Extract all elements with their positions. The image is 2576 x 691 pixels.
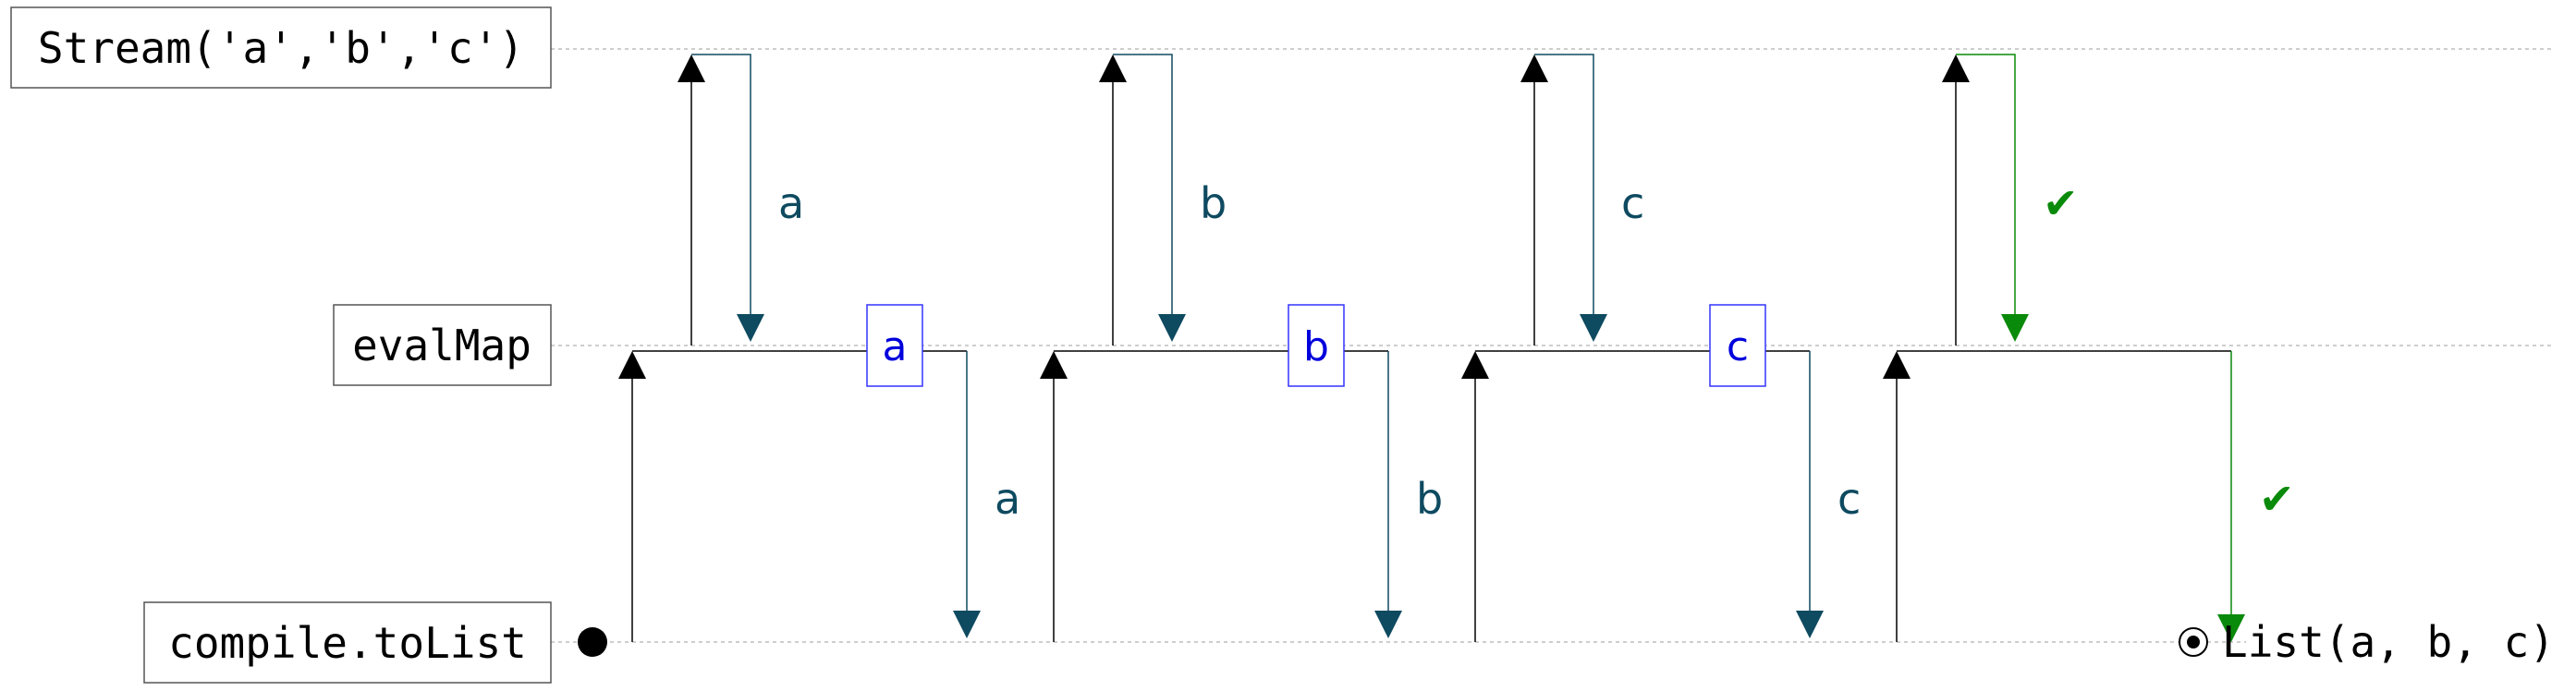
emit-line-3	[1534, 54, 1594, 314]
eval-label-1: a	[883, 323, 908, 370]
result-label: List(a, b, c)	[2222, 617, 2555, 667]
emit-arrow-4	[2001, 314, 2029, 342]
pull-compile-arrow-3	[1461, 351, 1489, 379]
pull-source-arrow-1	[678, 55, 705, 82]
pull-compile-arrow-4	[1883, 351, 1911, 379]
pull-compile-arrow-1	[618, 351, 646, 379]
steps-layer: a a a b b b c c c ✔ ✔	[618, 54, 2295, 642]
eval-box-3	[1709, 304, 1766, 387]
lane-label-evalmap-text: evalMap	[352, 321, 531, 370]
lane-label-evalmap: evalMap	[333, 304, 552, 386]
emit-label-3: c	[1621, 178, 1644, 228]
lane-label-compile-text: compile.toList	[168, 618, 527, 668]
output-label-2: b	[1416, 474, 1443, 524]
start-marker	[578, 627, 607, 657]
output-arrow-1	[953, 611, 981, 638]
output-label-4: ✔	[2259, 474, 2295, 524]
eval-box-1	[866, 304, 923, 387]
emit-line-1	[691, 54, 751, 314]
pull-compile-arrow-2	[1040, 351, 1068, 379]
eval-box-2	[1288, 304, 1345, 387]
pull-source-arrow-3	[1520, 55, 1548, 82]
emit-label-2: b	[1200, 178, 1227, 228]
eval-label-2: b	[1303, 323, 1329, 370]
eval-label-3: c	[1727, 323, 1749, 370]
output-arrow-4	[2217, 614, 2245, 642]
output-arrow-3	[1796, 611, 1824, 638]
emit-label-1: a	[778, 178, 804, 228]
emit-line-4	[1956, 54, 2016, 314]
end-marker	[2179, 627, 2208, 657]
pull-source-arrow-2	[1099, 55, 1127, 82]
emit-label-4: ✔	[2043, 178, 2079, 228]
emit-arrow-1	[737, 314, 764, 342]
output-label-1: a	[995, 474, 1020, 524]
emit-arrow-2	[1158, 314, 1186, 342]
emit-arrow-3	[1580, 314, 1607, 342]
lane-label-compile: compile.toList	[143, 601, 552, 684]
pull-source-arrow-4	[1942, 55, 1970, 82]
output-label-3: c	[1837, 474, 1861, 524]
lane-label-source: Stream('a','b','c')	[10, 6, 552, 89]
output-arrow-2	[1374, 611, 1402, 638]
emit-line-2	[1113, 54, 1173, 314]
lane-label-source-text: Stream('a','b','c')	[38, 23, 524, 73]
